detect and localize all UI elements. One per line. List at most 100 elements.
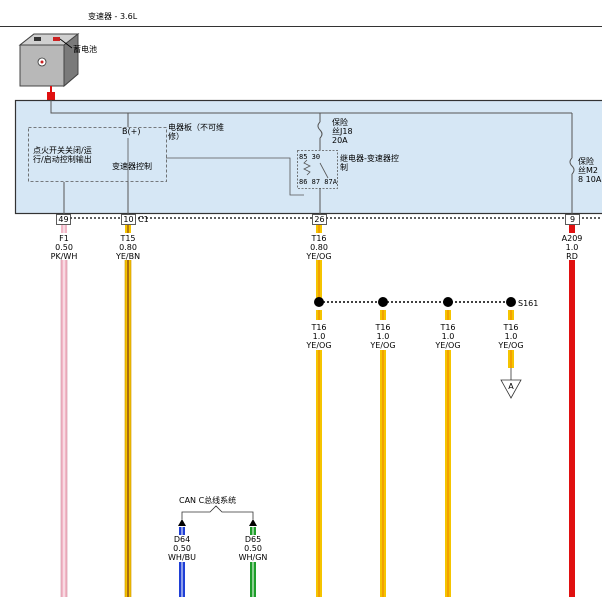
can-arrow-d65 xyxy=(249,519,257,526)
branch-wire-1 xyxy=(316,350,322,597)
pin-num-49: 49 xyxy=(58,215,69,224)
wire-circuit: D64 xyxy=(173,535,191,544)
pin-num-10: 10 xyxy=(123,215,134,224)
fusebox-label-2: 修） xyxy=(168,132,184,141)
wire-t15 xyxy=(124,260,132,597)
wire-color: WH/BU xyxy=(168,553,196,562)
wire-gauge: 0.50 xyxy=(173,544,191,553)
wire-stub-a209 xyxy=(569,225,575,233)
fuse-m2-symbol xyxy=(569,157,575,175)
wire-color: YE/OG xyxy=(306,341,332,350)
wire-gauge: 0.80 xyxy=(119,243,137,252)
splice-label: S161 xyxy=(518,299,539,308)
battery-terminal xyxy=(47,92,55,100)
wire-gauge: 1.0 xyxy=(504,332,518,341)
wire-circuit: T16 xyxy=(311,234,327,243)
branch-stub-1 xyxy=(316,310,322,320)
relay-pins-bottom: 86 87 87A xyxy=(299,178,337,186)
wire-d65 xyxy=(250,562,256,597)
wire-label-t16: T16 0.80 YE/OG xyxy=(299,234,339,261)
ignition-label-2: 行/启动控制输出 xyxy=(33,155,92,164)
wire-stub-d64 xyxy=(179,527,185,535)
wire-label-a209: A209 1.0 RD xyxy=(552,234,592,261)
relay-label-2: 制 xyxy=(340,163,348,172)
wire-a209 xyxy=(569,260,575,597)
wire-stub-t16 xyxy=(316,225,322,233)
wire-circuit: D65 xyxy=(244,535,262,544)
branch-wire-2 xyxy=(380,350,386,597)
fusebox-label-1: 电器板（不可维 xyxy=(168,123,224,132)
wire-circuit: T16 xyxy=(503,323,519,332)
wire-circuit: T16 xyxy=(375,323,391,332)
branch-label-3: T16 1.0 YE/OG xyxy=(428,323,468,350)
wire-color: PK/WH xyxy=(50,252,78,261)
fuse-m2-label-2: 丝M2 xyxy=(578,166,598,175)
wire-label-t15: T15 0.80 YE/BN xyxy=(108,234,148,261)
pin-connector-c1: C1 xyxy=(138,215,149,224)
trans-ctrl-label: 变速器控制 xyxy=(112,162,152,171)
bplus-label: B(+) xyxy=(122,127,141,136)
wire-gauge: 0.50 xyxy=(55,243,73,252)
pin-num-9: 9 xyxy=(569,215,576,224)
wire-color: RD xyxy=(566,252,578,261)
fuse-m2-label-1: 保险 xyxy=(578,157,594,166)
wire-circuit: F1 xyxy=(59,234,69,243)
wire-circuit: A209 xyxy=(561,234,583,243)
pin-box-9 xyxy=(565,214,580,225)
branch-stub-4 xyxy=(508,310,514,320)
battery-label: 蓄电池 xyxy=(73,45,97,54)
fuse-m2-label-3: 8 10A xyxy=(578,175,602,184)
ignition-label-1: 点火开关关闭/运 xyxy=(33,146,92,155)
fuse-j18-label-1: 保险 xyxy=(332,118,348,127)
can-bus-bracket xyxy=(181,505,254,519)
wire-gauge: 1.0 xyxy=(565,243,579,252)
wire-circuit: T16 xyxy=(440,323,456,332)
relay-pins-top: 85 30 xyxy=(299,153,321,161)
wire-f1 xyxy=(60,260,68,597)
branch-stub-2 xyxy=(380,310,386,320)
wire-label-f1: F1 0.50 PK/WH xyxy=(44,234,84,261)
wire-color: YE/OG xyxy=(498,341,524,350)
wire-t16-main xyxy=(316,260,322,302)
battery-icon xyxy=(18,32,80,88)
wire-color: WH/GN xyxy=(238,553,268,562)
wire-gauge: 0.50 xyxy=(244,544,262,553)
wire-label-d64: D64 0.50 WH/BU xyxy=(162,535,202,562)
branch-wire-3 xyxy=(445,350,451,597)
page-title: 变速器 - 3.6L xyxy=(88,12,138,21)
wire-color: YE/BN xyxy=(115,252,141,261)
pin-num-26: 26 xyxy=(314,215,325,224)
branch-wire-4 xyxy=(508,350,514,368)
branch-label-2: T16 1.0 YE/OG xyxy=(363,323,403,350)
wire-circuit: T16 xyxy=(311,323,327,332)
wire-gauge: 0.80 xyxy=(310,243,328,252)
fuse-j18-symbol xyxy=(317,121,323,139)
wire-gauge: 1.0 xyxy=(376,332,390,341)
fuse-j18-label-3: 20A xyxy=(332,136,348,145)
branch-label-1: T16 1.0 YE/OG xyxy=(299,323,339,350)
splice-node-1 xyxy=(314,297,324,307)
fuse-j18-label-2: 丝J18 xyxy=(332,127,353,136)
wire-color: YE/OG xyxy=(370,341,396,350)
fusebox-panel xyxy=(14,99,602,215)
wire-gauge: 1.0 xyxy=(441,332,455,341)
pin-box-26 xyxy=(312,214,327,225)
relay-box xyxy=(297,150,338,189)
branch-label-4: T16 1.0 YE/OG xyxy=(491,323,531,350)
wire-stub-f1 xyxy=(61,225,67,233)
wire-stub-t15 xyxy=(125,225,131,233)
module-dashed-box xyxy=(28,127,167,182)
offpage-ref-label: A xyxy=(508,382,514,391)
branch-stub-3 xyxy=(445,310,451,320)
wire-circuit: T15 xyxy=(120,234,136,243)
wire-color: YE/OG xyxy=(435,341,461,350)
relay-label-1: 继电器-变速器控 xyxy=(340,154,399,163)
pin-box-49 xyxy=(56,214,71,225)
wire-color: YE/OG xyxy=(306,252,332,261)
splice-node-3 xyxy=(443,297,453,307)
can-arrow-d64 xyxy=(178,519,186,526)
wire-stub-d65 xyxy=(250,527,256,535)
splice-node-2 xyxy=(378,297,388,307)
